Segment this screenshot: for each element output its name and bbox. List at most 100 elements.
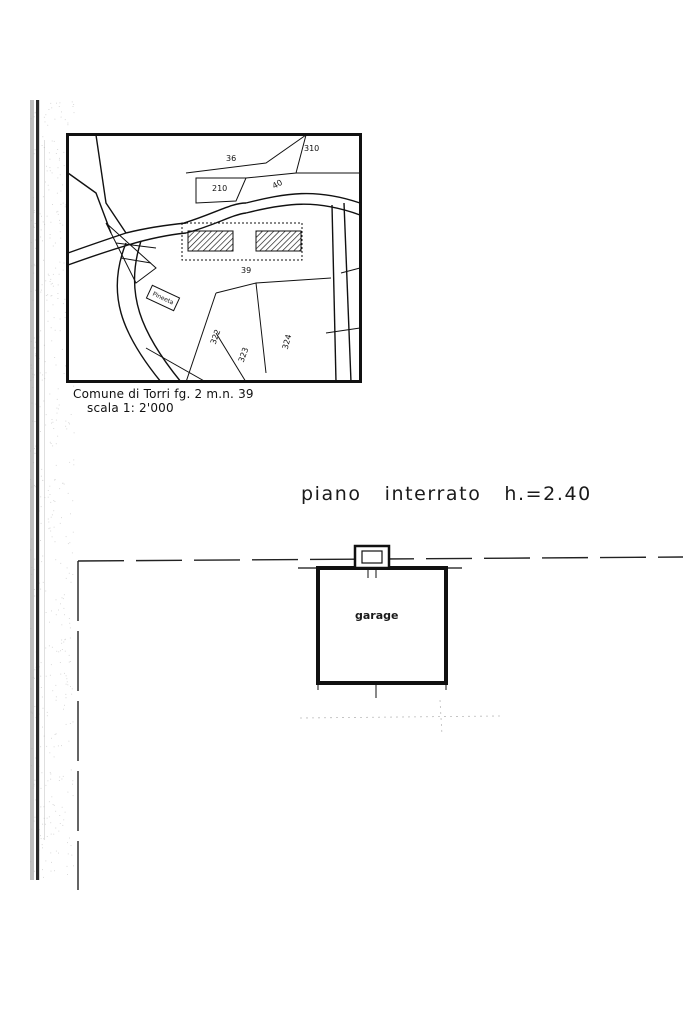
noise-dot [46, 299, 48, 301]
noise-dot [54, 329, 56, 331]
noise-dot [49, 167, 51, 169]
noise-dot [43, 147, 45, 148]
noise-dot [61, 745, 62, 747]
noise-dot [62, 824, 64, 826]
noise-dot [68, 661, 70, 663]
noise-dot [49, 752, 51, 754]
noise-dot [54, 501, 56, 502]
noise-dot [55, 464, 57, 466]
noise-dot [43, 116, 45, 118]
noise-dot [40, 229, 42, 231]
noise-dot [53, 804, 55, 806]
noise-dot [40, 540, 41, 541]
noise-dot [59, 222, 61, 224]
noise-dot [34, 149, 36, 151]
noise-dot [42, 480, 44, 481]
noise-dot [52, 273, 54, 275]
noise-dot [60, 116, 62, 118]
noise-dot [31, 486, 33, 488]
noise-dot [65, 683, 67, 685]
room-label-garage: garage [355, 609, 399, 622]
noise-dot [46, 836, 48, 837]
pineta-box [145, 284, 181, 312]
noise-dot [62, 224, 64, 226]
noise-dot [33, 337, 35, 339]
noise-dot [59, 102, 61, 104]
noise-dot [64, 119, 66, 121]
noise-dot [64, 317, 66, 319]
noise-dot [63, 819, 65, 821]
noise-dot [63, 165, 65, 167]
noise-dot [73, 459, 75, 461]
noise-dot [57, 388, 59, 390]
noise-dot [39, 213, 41, 215]
noise-dot [49, 485, 51, 487]
building-1 [187, 230, 234, 252]
noise-dot [51, 646, 53, 648]
floor-plan-drawing [77, 544, 683, 890]
noise-dot [43, 735, 45, 737]
parcel-label: 39 [241, 266, 251, 275]
noise-dot [58, 273, 60, 275]
noise-dot [70, 414, 72, 415]
noise-dot [33, 820, 35, 822]
noise-dot [69, 837, 70, 839]
noise-dot [64, 672, 65, 674]
noise-dot [55, 614, 57, 616]
noise-dot [51, 419, 53, 420]
noise-dot [61, 517, 62, 519]
noise-dot [67, 492, 69, 494]
noise-dot [54, 242, 56, 244]
noise-dot [57, 293, 59, 294]
noise-dot [62, 598, 64, 600]
noise-dot [45, 784, 47, 786]
noise-dot [33, 153, 35, 155]
noise-dot [55, 443, 57, 445]
noise-dot [58, 780, 60, 781]
noise-dot [43, 876, 44, 878]
noise-dot [46, 745, 48, 747]
noise-dot [55, 419, 57, 421]
noise-dot [38, 666, 40, 668]
noise-dot [54, 734, 56, 735]
noise-dot [71, 693, 73, 695]
noise-dot [66, 865, 68, 867]
noise-dot [30, 242, 32, 244]
noise-dot [32, 197, 34, 199]
noise-dot [34, 223, 36, 224]
noise-dot [44, 223, 46, 225]
noise-dot [45, 114, 47, 116]
noise-dot [45, 372, 47, 374]
noise-dot [40, 289, 42, 291]
noise-dot [62, 482, 64, 484]
noise-dot [72, 795, 74, 797]
noise-dot [45, 280, 47, 282]
noise-dot [34, 816, 36, 818]
noise-dot [52, 421, 54, 423]
noise-dot [32, 387, 34, 389]
noise-dot [53, 833, 55, 835]
noise-dot [50, 773, 52, 775]
noise-dot [63, 594, 65, 596]
noise-dot [40, 291, 42, 293]
noise-dot [56, 412, 58, 414]
noise-dot [59, 330, 61, 332]
noise-dot [50, 530, 52, 532]
noise-dot [67, 853, 69, 855]
noise-dot [50, 516, 52, 518]
noise-dot [40, 675, 42, 677]
building-2 [255, 230, 302, 252]
noise-dot [69, 423, 70, 425]
noise-dot [57, 284, 59, 286]
noise-dot [58, 404, 60, 406]
noise-dot [50, 283, 52, 285]
noise-dot [73, 385, 75, 387]
garage-walls [298, 566, 462, 698]
noise-dot [48, 152, 50, 154]
noise-dot [51, 107, 53, 109]
noise-dot [30, 364, 32, 366]
noise-dot [54, 870, 55, 872]
noise-dot [45, 414, 47, 416]
noise-dot [31, 567, 33, 569]
noise-dot [67, 842, 68, 844]
